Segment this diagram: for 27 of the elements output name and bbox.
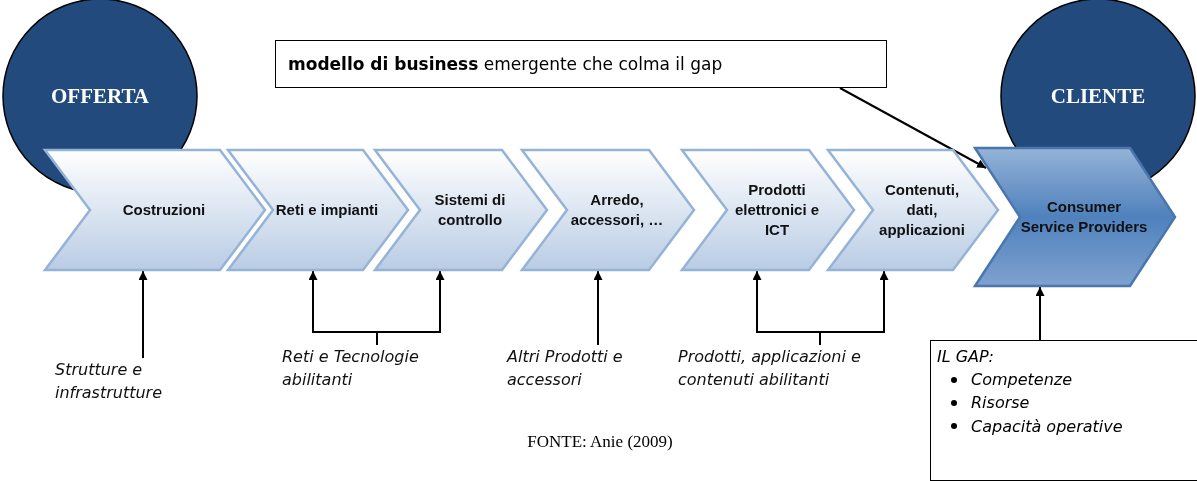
gap-box	[930, 340, 1197, 481]
arrow	[1035, 286, 1045, 341]
source-caption: FONTE: Anie (2009)	[526, 432, 674, 452]
list-item: Risorse	[971, 392, 1030, 415]
arrow	[376, 270, 445, 346]
step-label: Reti e impianti	[275, 199, 379, 220]
step-label: Contenuti, dati, applicazioni	[878, 179, 966, 241]
list-item: Capacità operative	[971, 415, 1123, 438]
arrow	[819, 270, 889, 346]
list-heading: IL GAP:	[937, 346, 994, 368]
annotation-text: Strutture e infrastrutture	[55, 359, 164, 405]
annotation-text: Altri Prodotti e accessori	[507, 346, 624, 392]
circle-label: OFFERTA	[50, 83, 149, 109]
list-item: Competenze	[971, 369, 1073, 392]
circle-label: CLIENTE	[1050, 83, 1146, 109]
annotation-text: Reti e Tecnologie abilitanti	[282, 346, 420, 392]
arrow	[593, 270, 603, 346]
step-label: Costruzioni	[122, 199, 206, 220]
step-label: Sistemi di controllo	[433, 189, 507, 230]
annotation-text: Prodotti, applicazioni e contenuti abilitanti	[678, 346, 862, 392]
step-label: Consumer Service Providers	[1020, 196, 1148, 237]
step-label: Prodotti elettronici e ICT	[733, 179, 821, 241]
arrow	[839, 87, 988, 169]
callout-box	[275, 40, 887, 88]
callout-text: modello di business emergente che colma il gap	[288, 54, 723, 74]
step-label: Arredo, accessori, …	[569, 189, 665, 230]
arrow	[138, 270, 148, 359]
